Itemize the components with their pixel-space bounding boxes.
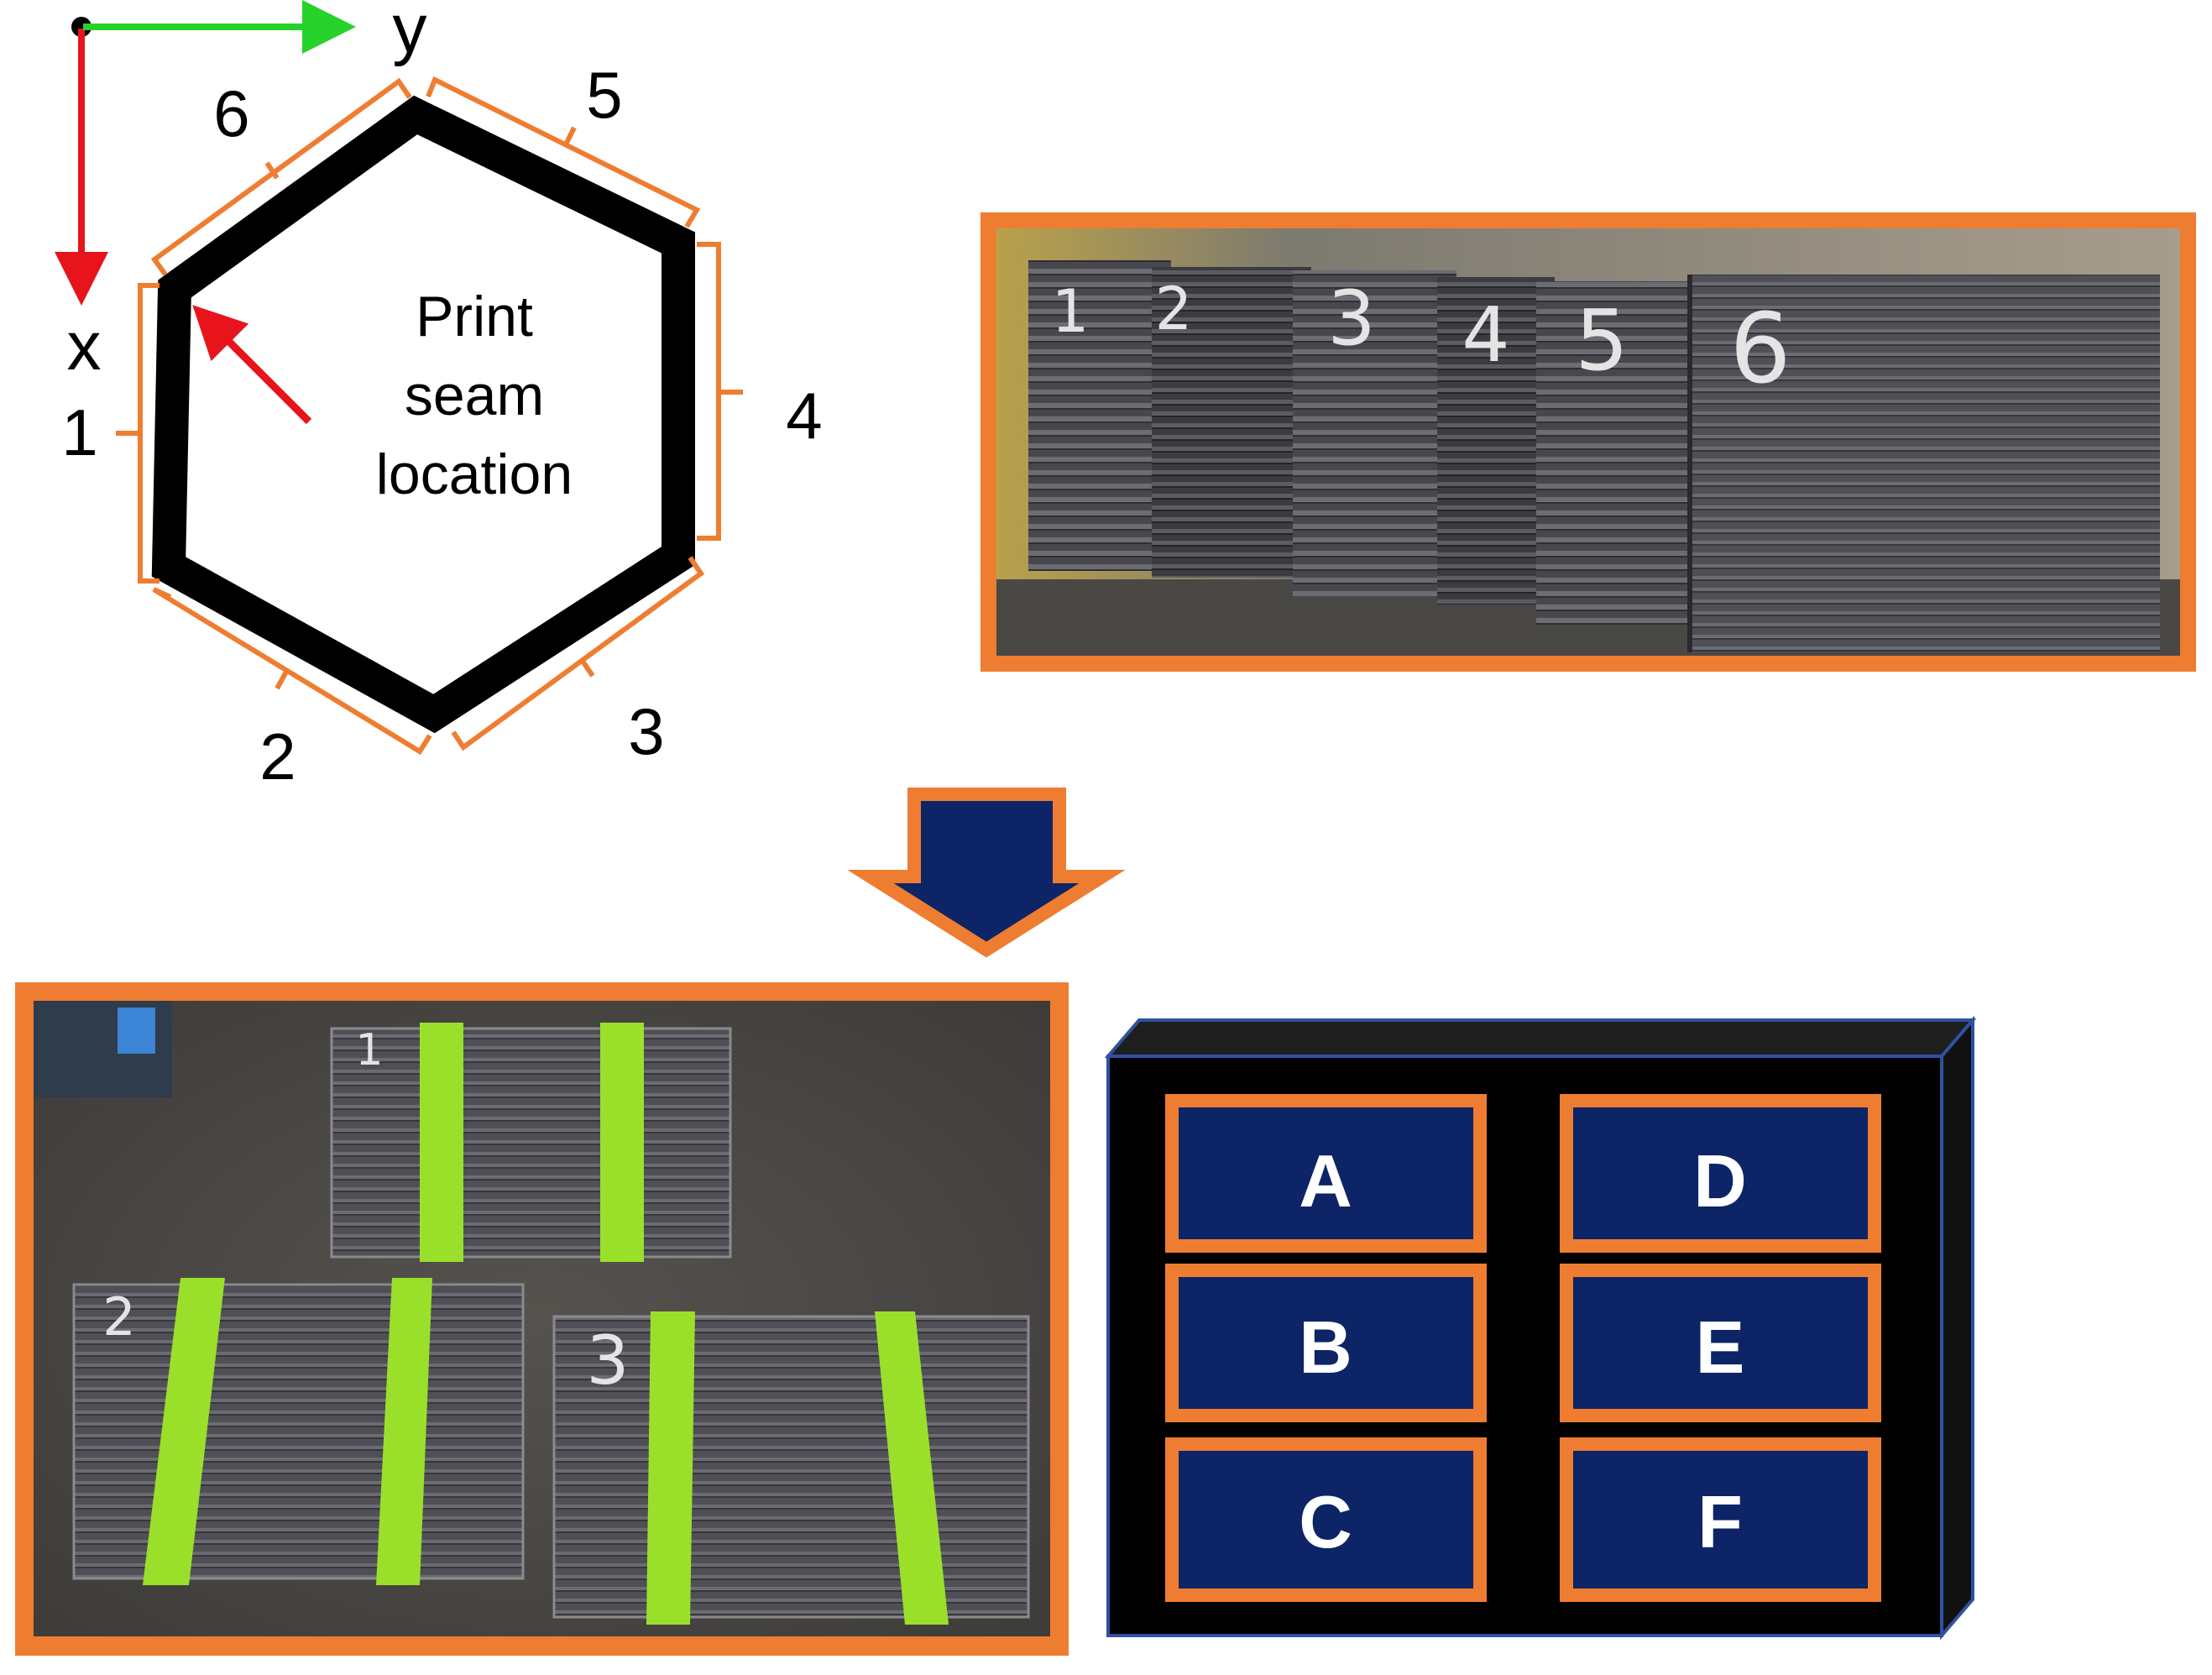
bracket-side-4 [697, 242, 721, 541]
panel-4 [1437, 277, 1555, 605]
bracket-tick-5 [563, 126, 577, 146]
cell-e-box [1560, 1264, 1881, 1422]
cell-b-box [1165, 1264, 1487, 1422]
cut-panel-2-tape-a [143, 1278, 225, 1585]
cut-panel-1-tape-b [600, 1023, 644, 1262]
panel-photo: 1 2 3 4 5 6 [980, 212, 2196, 672]
bracket-tick-2 [275, 670, 289, 690]
specimen-box-side [1940, 1015, 1974, 1641]
seam-text-line-1: Print [416, 285, 533, 348]
side-label-6: 6 [213, 76, 249, 150]
specimen-box: A B C D E F [1104, 1015, 1977, 1641]
cell-d-label: D [1693, 1139, 1747, 1222]
panel-3 [1293, 270, 1456, 596]
y-axis-label: y [393, 0, 427, 67]
cut-panel-1 [330, 1023, 732, 1262]
layout-number-3: 3 [587, 1322, 630, 1400]
layout-numbers: 1 2 3 [102, 1025, 629, 1400]
cell-b: B [1165, 1264, 1487, 1422]
layout-number-1: 1 [355, 1025, 383, 1076]
bracket-side-2 [152, 587, 432, 756]
layout-number-2: 2 [102, 1286, 135, 1348]
side-label-1: 1 [61, 395, 97, 469]
cell-c-box [1165, 1437, 1487, 1602]
layout-photo-corner-blue [118, 1008, 155, 1054]
side-label-5: 5 [586, 58, 622, 132]
cut-panel-1-plate [330, 1027, 732, 1259]
cut-panel-1-tape-a [420, 1023, 463, 1262]
side-label-2: 2 [259, 720, 295, 793]
side-label-4: 4 [786, 379, 822, 453]
printed-panels [1028, 260, 2160, 652]
side-label-3: 3 [628, 694, 664, 768]
cut-panel-2 [72, 1278, 525, 1585]
x-axis-label: x [67, 308, 102, 385]
side-brackets [116, 76, 743, 756]
cell-f: F [1560, 1437, 1881, 1602]
panel-number-6: 6 [1729, 293, 1791, 406]
cell-a-label: A [1299, 1139, 1352, 1222]
specimen-cells: A B C D E F [1165, 1094, 1881, 1602]
cut-panel-3-tape-b [875, 1311, 949, 1625]
cut-panel-2-plate [72, 1283, 525, 1580]
cut-panel-3 [552, 1311, 1030, 1625]
bracket-side-6 [150, 77, 412, 276]
seam-label: Print seam location [376, 285, 573, 506]
panel-numbers: 1 2 3 4 5 6 [1052, 275, 1791, 406]
panel-6 [1690, 275, 2160, 652]
cell-c-label: C [1299, 1480, 1352, 1563]
cut-panel-2-tape-b [376, 1278, 432, 1585]
axis-origin [71, 17, 92, 37]
cell-f-label: F [1697, 1480, 1743, 1563]
cell-d-box [1560, 1094, 1881, 1253]
axes: x y [55, 0, 427, 385]
cell-e-label: E [1696, 1306, 1745, 1389]
panel-5 [1536, 281, 1692, 626]
panel-number-4: 4 [1462, 291, 1509, 379]
bracket-tick-3 [579, 658, 595, 678]
cut-panel-3-tape-a [646, 1311, 695, 1625]
panel-number-1: 1 [1052, 277, 1090, 346]
bracket-tick-6 [264, 161, 280, 180]
cell-c: C [1165, 1437, 1487, 1602]
seam-text-line-3: location [376, 442, 573, 506]
cell-e: E [1560, 1264, 1881, 1422]
cell-a: A [1165, 1094, 1487, 1253]
panel-number-2: 2 [1155, 275, 1193, 343]
cut-panel-3-plate [552, 1315, 1030, 1619]
flow-down-arrow [847, 788, 1126, 958]
hexagon-wall [151, 95, 695, 734]
panel-1 [1028, 260, 1171, 571]
cell-f-box [1560, 1437, 1881, 1602]
cell-d: D [1560, 1094, 1881, 1253]
panel-number-5: 5 [1575, 291, 1629, 390]
side-labels: 1 2 3 4 5 6 [61, 58, 822, 793]
panel-number-3: 3 [1327, 275, 1375, 363]
seam-pointer-arrow [192, 305, 312, 425]
specimen-box-top [1104, 1018, 1977, 1058]
panel-2 [1152, 267, 1311, 578]
cell-a-box [1165, 1094, 1487, 1253]
cell-b-label: B [1299, 1306, 1352, 1389]
hexagon-schematic: 1 2 3 4 5 6 Print seam location [61, 58, 822, 793]
seam-text-line-2: seam [405, 364, 544, 427]
layout-photo: 1 2 3 [15, 982, 1069, 1656]
bracket-side-5 [426, 76, 701, 228]
